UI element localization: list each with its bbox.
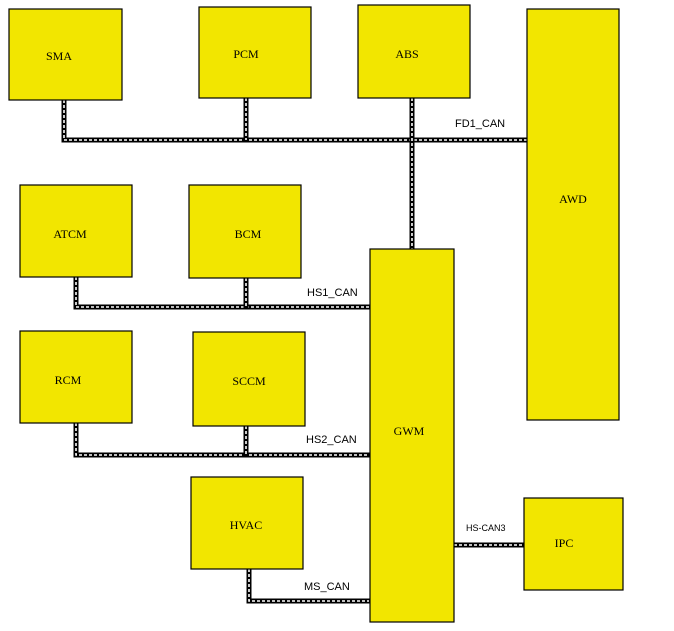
- node-label: BCM: [235, 227, 262, 241]
- hs2-can-bus-wire: [73, 420, 372, 458]
- bus-label-hs-can3: HS-CAN3: [466, 523, 506, 533]
- node-bcm: BCM: [188, 184, 302, 279]
- node-atcm: ATCM: [19, 184, 133, 278]
- node-rcm: RCM: [19, 330, 133, 424]
- fd1-can-bus-wire: [61, 95, 530, 252]
- node-hvac: HVAC: [190, 476, 304, 570]
- ms-can-bus-wire: [246, 566, 372, 604]
- node-ipc: IPC: [523, 497, 624, 591]
- node-sma: SMA: [8, 8, 123, 101]
- node-label: PCM: [233, 47, 259, 61]
- node-sccm: SCCM: [192, 331, 306, 427]
- node-label: SMA: [46, 49, 72, 63]
- node-label: ATCM: [53, 227, 87, 241]
- wires: [61, 95, 530, 604]
- bus-label-hs2-can: HS2_CAN: [306, 434, 357, 446]
- node-label: SCCM: [232, 374, 266, 388]
- node-label: RCM: [55, 373, 82, 387]
- node-abs: ABS: [357, 4, 471, 99]
- bus-label-fd1-can: FD1_CAN: [455, 118, 505, 130]
- hs1-can-bus-wire: [73, 274, 372, 310]
- node-awd: AWD: [526, 8, 620, 421]
- node-gwm: GWM: [369, 248, 455, 623]
- node-label: GWM: [394, 424, 425, 438]
- node-label: IPC: [555, 536, 574, 550]
- node-pcm: PCM: [198, 6, 312, 99]
- node-label: ABS: [395, 47, 418, 61]
- node-label: HVAC: [230, 518, 262, 532]
- bus-label-hs1-can: HS1_CAN: [307, 287, 358, 299]
- node-label: AWD: [559, 192, 587, 206]
- bus-label-ms-can: MS_CAN: [304, 581, 350, 593]
